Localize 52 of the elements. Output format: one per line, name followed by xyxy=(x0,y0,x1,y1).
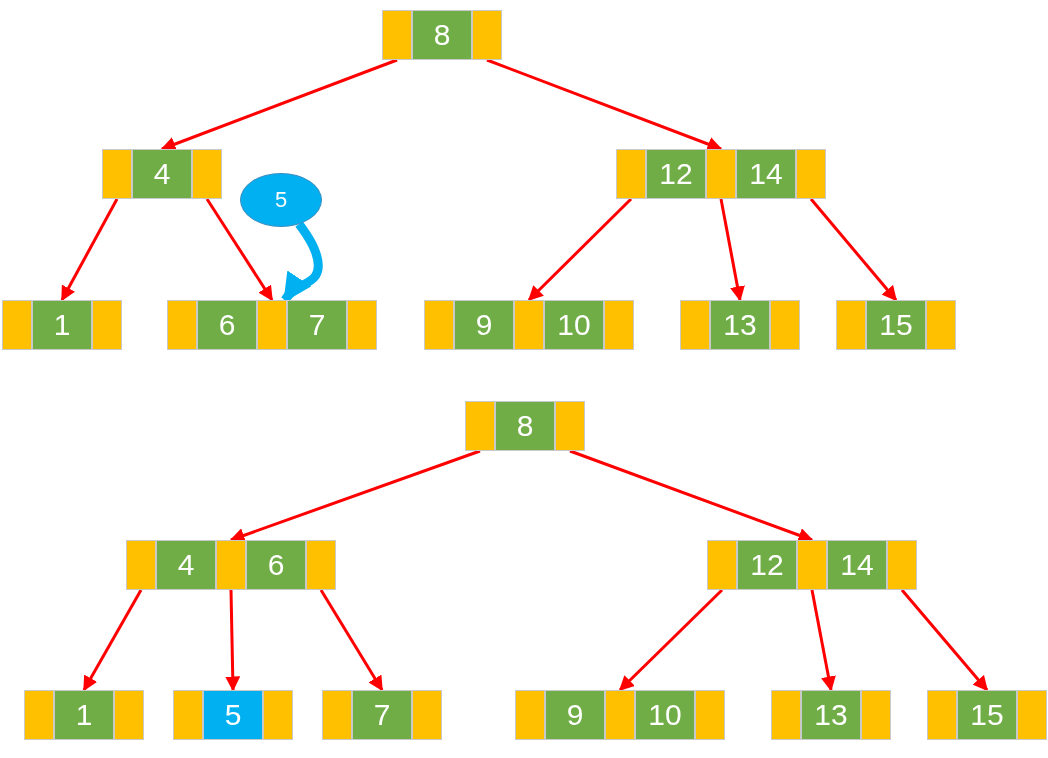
btree-node xyxy=(24,690,144,740)
btree-node xyxy=(167,300,377,350)
btree-node xyxy=(173,690,293,740)
arrow xyxy=(225,589,241,692)
key-cell: 6 xyxy=(246,540,306,590)
btree-node xyxy=(465,401,585,451)
key-cell: 4 xyxy=(156,540,216,590)
key-cell: 15 xyxy=(866,300,926,350)
key-cell: 13 xyxy=(710,300,770,350)
arrow xyxy=(527,197,633,302)
key-cell: 5 xyxy=(203,690,263,740)
key-cell: 9 xyxy=(454,300,514,350)
btree-node xyxy=(382,10,502,60)
btree-node xyxy=(927,690,1047,740)
arrow xyxy=(205,198,274,302)
btree-node xyxy=(680,300,800,350)
btree-node xyxy=(126,540,336,590)
key-cell: 7 xyxy=(287,300,347,350)
key-cell: 12 xyxy=(737,540,797,590)
arrow xyxy=(809,198,898,302)
btree-node xyxy=(616,149,826,199)
btree-node xyxy=(707,540,917,590)
key-cell: 15 xyxy=(957,690,1017,740)
btree-node xyxy=(102,149,222,199)
arrow xyxy=(719,198,745,302)
arrow xyxy=(618,588,724,692)
btree-node xyxy=(771,690,891,740)
key-cell: 12 xyxy=(646,149,706,199)
btree-node xyxy=(322,690,442,740)
key-cell: 9 xyxy=(545,690,605,740)
btree-node xyxy=(2,300,122,350)
key-cell: 7 xyxy=(352,690,412,740)
key-cell: 4 xyxy=(132,149,192,199)
arrow xyxy=(60,198,119,302)
key-cell: 1 xyxy=(54,690,114,740)
key-cell: 10 xyxy=(544,300,604,350)
arrow xyxy=(900,589,989,692)
btree-node xyxy=(836,300,956,350)
key-cell: 13 xyxy=(801,690,861,740)
key-cell: 6 xyxy=(197,300,257,350)
key-cell: 1 xyxy=(32,300,92,350)
key-cell: 14 xyxy=(827,540,887,590)
arrow xyxy=(82,589,143,692)
arrow xyxy=(319,589,384,692)
key-cell: 14 xyxy=(736,149,796,199)
arrow xyxy=(810,589,836,692)
btree-node xyxy=(424,300,634,350)
key-cell: 8 xyxy=(412,10,472,60)
key-cell: 8 xyxy=(495,401,555,451)
key-cell: 10 xyxy=(635,690,695,740)
btree-node xyxy=(515,690,725,740)
key-ellipse: 5 xyxy=(240,173,322,227)
